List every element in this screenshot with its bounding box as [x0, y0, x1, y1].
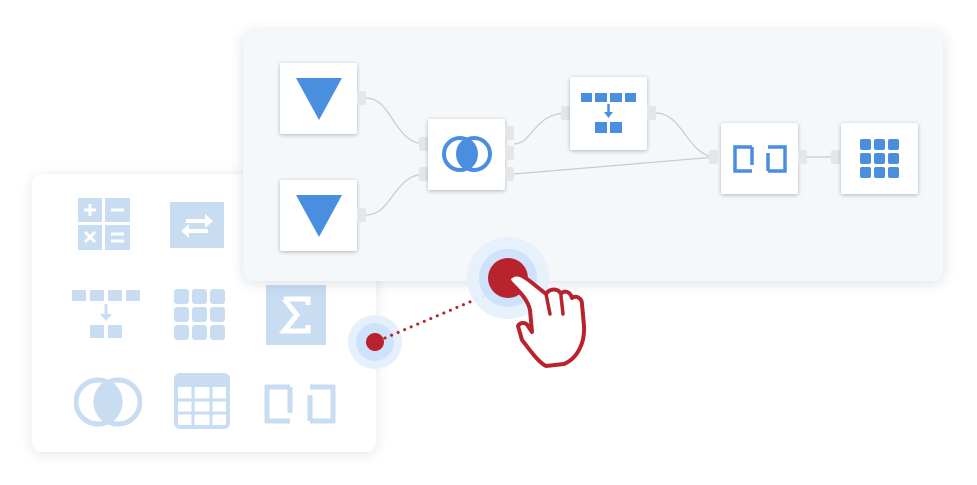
input-port[interactable] [709, 150, 718, 164]
triangle-down-icon [296, 195, 342, 237]
output-port[interactable] [505, 167, 514, 181]
aggregate-node[interactable] [570, 77, 647, 150]
sigma-icon[interactable] [266, 285, 326, 345]
output-port[interactable] [647, 106, 656, 120]
grid-icon [860, 139, 899, 178]
input-node-2[interactable] [280, 180, 357, 251]
calculator-icon[interactable] [78, 198, 130, 250]
input-port[interactable] [831, 150, 840, 164]
split-bracket-icon[interactable] [264, 384, 336, 424]
join-node[interactable] [428, 119, 505, 190]
output-node[interactable] [841, 123, 918, 194]
output-port[interactable] [357, 91, 366, 105]
input-node-1[interactable] [280, 63, 357, 134]
split-node[interactable] [721, 123, 798, 194]
output-port[interactable] [505, 146, 514, 160]
triangle-down-icon [296, 78, 342, 120]
output-port[interactable] [357, 208, 366, 222]
drag-path [383, 288, 500, 340]
hand-pointer-icon [507, 272, 587, 368]
input-port[interactable] [419, 137, 428, 151]
connection-wires [365, 97, 835, 216]
table-icon[interactable] [174, 373, 230, 429]
input-port[interactable] [561, 106, 570, 120]
grid-icon[interactable] [174, 289, 226, 341]
join-circles-icon [442, 136, 492, 172]
split-bracket-icon [733, 145, 787, 173]
input-port[interactable] [419, 167, 428, 181]
aggregate-grid-icon[interactable] [72, 290, 140, 342]
output-port[interactable] [505, 126, 514, 140]
swap-arrows-icon[interactable] [170, 202, 224, 248]
join-circles-icon[interactable] [74, 377, 142, 427]
output-port[interactable] [798, 150, 807, 164]
aggregate-grid-icon [581, 93, 636, 133]
workflow-canvas[interactable] [243, 31, 943, 281]
